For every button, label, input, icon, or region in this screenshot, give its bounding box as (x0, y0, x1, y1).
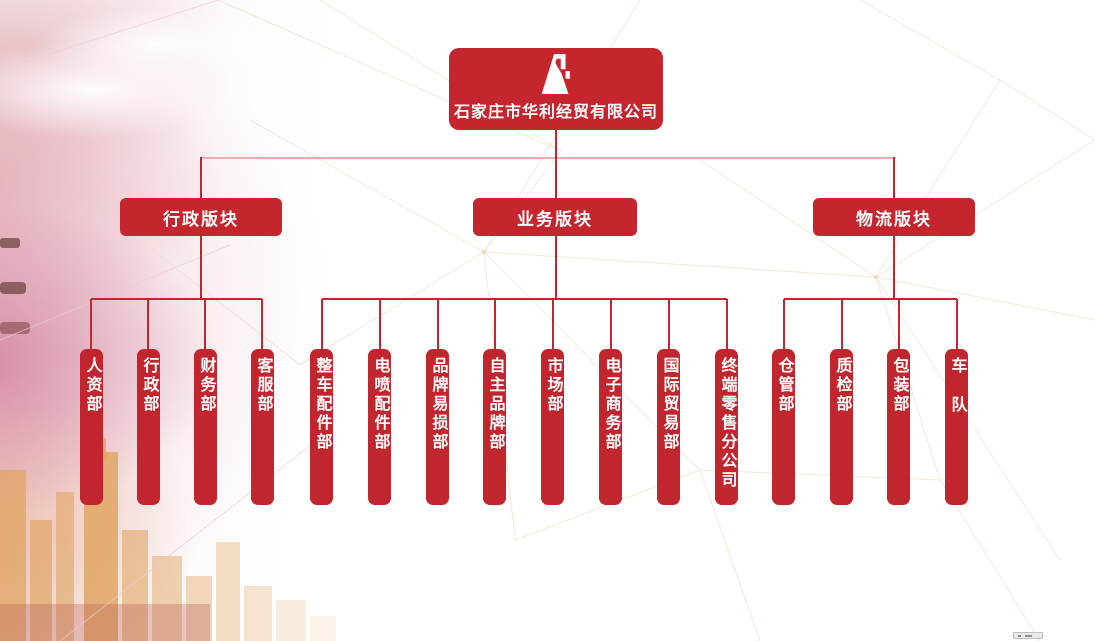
dept-node: 质检部 (830, 349, 853, 505)
section-node-logistics: 物流版块 (813, 198, 975, 236)
dept-node: 品牌易损部 (426, 349, 449, 505)
dept-label: 财务部 (197, 357, 215, 414)
dept-node: 电喷配件部 (368, 349, 391, 505)
section-node-admin: 行政版块 (120, 198, 282, 236)
dept-label: 车 队 (948, 357, 966, 415)
section-node-business: 业务版块 (473, 198, 637, 236)
dots-icon (1017, 634, 1021, 637)
pagoda-silhouette (0, 238, 30, 334)
dept-label: 终端零售分公司 (718, 357, 736, 490)
dept-node: 人资部 (80, 349, 103, 505)
dept-label: 行政部 (140, 357, 158, 414)
dept-label: 整车配件部 (313, 357, 331, 452)
dept-label: 品牌易损部 (429, 357, 447, 452)
dash-icon (1025, 634, 1032, 637)
dept-label: 质检部 (833, 357, 851, 414)
dept-node: 财务部 (194, 349, 217, 505)
dept-label: 仓管部 (775, 357, 793, 414)
mini-scrollbar-widget[interactable] (1013, 632, 1043, 639)
dept-node: 电子商务部 (599, 349, 622, 505)
dept-label: 电子商务部 (602, 357, 620, 452)
dept-node: 终端零售分公司 (715, 349, 738, 505)
dept-node: 整车配件部 (310, 349, 333, 505)
company-name: 石家庄市华利经贸有限公司 (453, 104, 658, 121)
dept-label: 包装部 (890, 357, 908, 414)
company-logo-icon (541, 53, 570, 95)
dept-node: 客服部 (251, 349, 274, 505)
dept-label: 人资部 (83, 357, 101, 414)
dept-node: 包装部 (887, 349, 910, 505)
company-root-node: 石家庄市华利经贸有限公司 (449, 48, 663, 130)
dept-node: 自主品牌部 (483, 349, 506, 505)
dept-node: 市场部 (541, 349, 564, 505)
dept-node: 行政部 (137, 349, 160, 505)
background-photo (0, 0, 460, 641)
dept-label: 市场部 (544, 357, 562, 414)
dept-label: 电喷配件部 (371, 357, 389, 452)
dept-label: 自主品牌部 (486, 357, 504, 452)
dept-node: 车 队 (945, 349, 968, 505)
dept-node: 国际贸易部 (657, 349, 680, 505)
dept-label: 客服部 (254, 357, 272, 414)
dept-label: 国际贸易部 (660, 357, 678, 452)
dept-node: 仓管部 (772, 349, 795, 505)
